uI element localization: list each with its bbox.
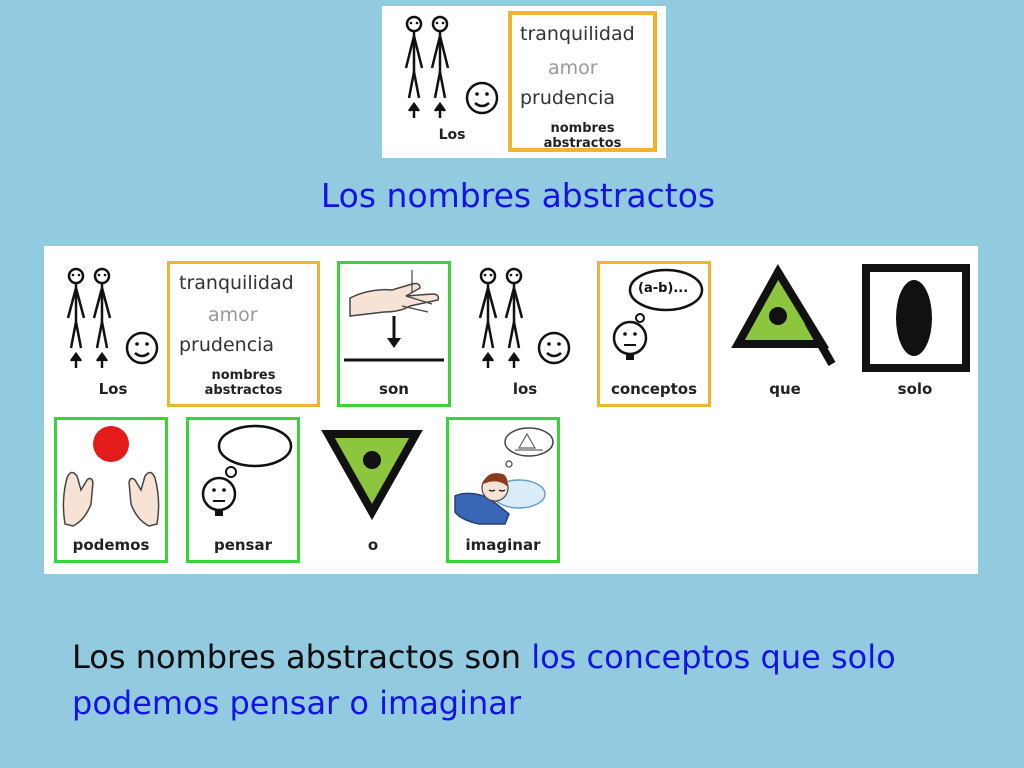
card-label: nombres abstractos: [204, 368, 283, 398]
word-prudencia: prudencia: [520, 87, 616, 109]
card-conceptos: (a-b)... conceptos: [597, 261, 711, 407]
card-que: que: [726, 260, 844, 408]
word-amor: amor: [548, 57, 598, 79]
word-amor: amor: [208, 304, 258, 326]
abstract-nouns-box: tranquilidad amor prudencia nombres abst…: [508, 11, 657, 152]
card-los-2: los: [466, 260, 584, 408]
dreaming-child-icon: [454, 427, 554, 525]
card-son: son: [337, 261, 451, 407]
thinking-face-icon: [612, 268, 704, 360]
page-title: Los nombres abstractos: [320, 176, 716, 215]
card-label: los: [512, 380, 538, 398]
card-los-1: Los: [54, 260, 172, 408]
card-podemos: podemos: [54, 417, 168, 563]
green-triangle-icon: [731, 264, 836, 366]
card-solo: solo: [856, 260, 974, 408]
card-label: son: [379, 380, 409, 398]
two-people-and-face-icon: [66, 267, 159, 368]
card-label: imaginar: [465, 536, 541, 554]
word-prudencia: prudencia: [179, 334, 275, 356]
card-label: o: [367, 536, 379, 554]
sentence-part-blue: los conceptos que solo podemos pensar o …: [72, 638, 896, 722]
card-pensar: pensar: [186, 417, 300, 563]
card-label: solo: [897, 380, 933, 398]
black-oval-square-icon: [862, 264, 970, 372]
card-label: pensar: [213, 536, 273, 554]
box-caption-1: nombres: [550, 121, 615, 136]
header-illustration: Los tranquilidad amor prudencia nombres …: [382, 6, 666, 158]
card-label: conceptos: [610, 380, 698, 398]
word-tranquilidad: tranquilidad: [179, 272, 294, 294]
two-people-and-face-icon: [478, 267, 571, 368]
pictogram-panel: Los tranquilidad amor prudencia nombres …: [44, 246, 978, 574]
inverted-green-triangle-icon: [321, 430, 423, 521]
hero-caption: Los: [438, 127, 466, 143]
hands-red-ball-icon: [62, 426, 160, 527]
card-nombres-abstractos: tranquilidad amor prudencia nombres abst…: [167, 261, 320, 407]
card-o: o: [314, 416, 432, 564]
thought-bubble-face-icon: [201, 424, 293, 516]
card-label: podemos: [72, 536, 150, 554]
two-people-and-face-icon: [404, 15, 499, 118]
card-label: que: [769, 380, 801, 398]
word-tranquilidad: tranquilidad: [520, 23, 635, 45]
sentence-part-black: Los nombres abstractos son: [72, 638, 532, 676]
hand-pointing-down-icon: [344, 270, 444, 362]
card-label: Los: [98, 380, 128, 398]
bubble-text: (a-b)...: [638, 281, 689, 296]
description-sentence: Los nombres abstractos son los conceptos…: [72, 634, 1012, 726]
card-imaginar: imaginar: [446, 417, 560, 563]
box-caption-2: abstractos: [543, 136, 622, 151]
